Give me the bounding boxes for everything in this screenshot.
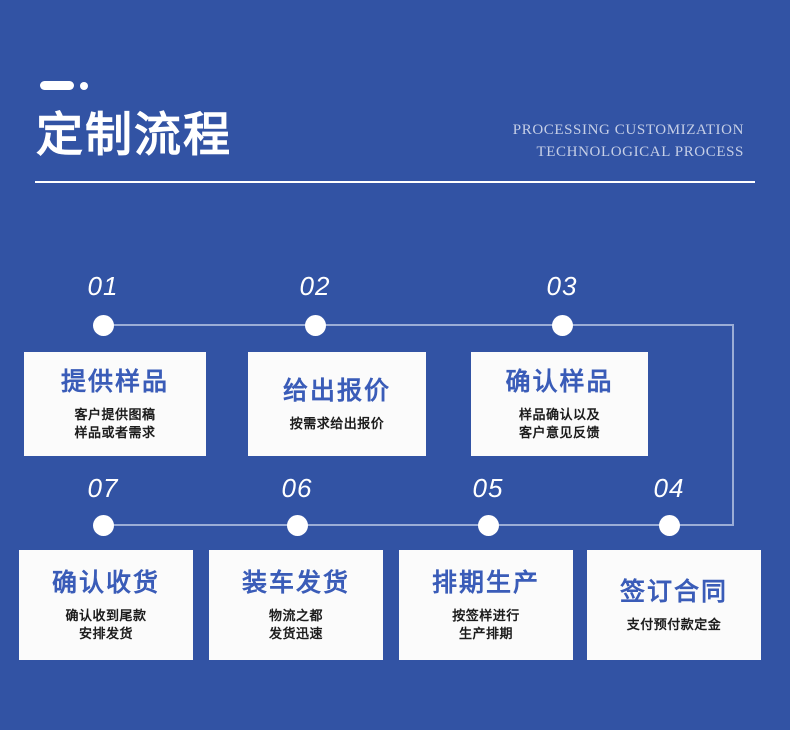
header-subtitle-line1: PROCESSING CUSTOMIZATION bbox=[512, 122, 744, 138]
step-card-01[interactable]: 提供样品 客户提供图稿 样品或者需求 bbox=[24, 352, 206, 456]
step-card-03[interactable]: 确认样品 样品确认以及 客户意见反馈 bbox=[471, 352, 648, 456]
connector-line-right bbox=[732, 324, 734, 526]
step-node-01 bbox=[93, 315, 114, 336]
step-card-desc: 按签样进行 生产排期 bbox=[452, 607, 520, 641]
step-number-02: 02 bbox=[299, 271, 331, 301]
step-card-title: 装车发货 bbox=[241, 568, 350, 597]
step-card-desc: 物流之都 发货迅速 bbox=[268, 607, 323, 641]
header-divider bbox=[35, 181, 755, 183]
step-card-02[interactable]: 给出报价 按需求给出报价 bbox=[248, 352, 426, 456]
step-number-03: 03 bbox=[546, 271, 578, 301]
step-node-02 bbox=[305, 315, 326, 336]
step-node-04 bbox=[659, 515, 680, 536]
step-number-07: 07 bbox=[87, 473, 119, 503]
header-subtitle: PROCESSING CUSTOMIZATION TECHNOLOGICAL P… bbox=[513, 119, 744, 163]
step-card-desc: 确认收到尾款 安排发货 bbox=[65, 607, 147, 641]
step-number-04: 04 bbox=[653, 473, 685, 503]
step-node-05 bbox=[478, 515, 499, 536]
connector-line-top bbox=[103, 324, 734, 326]
step-card-04[interactable]: 签订合同 支付预付款定金 bbox=[587, 550, 761, 660]
page-header: 定制流程 PROCESSING CUSTOMIZATION TECHNOLOGI… bbox=[0, 0, 790, 192]
page-title: 定制流程 bbox=[36, 108, 232, 161]
step-node-03 bbox=[552, 315, 573, 336]
header-subtitle-line2: TECHNOLOGICAL PROCESS bbox=[536, 144, 744, 160]
step-node-07 bbox=[93, 515, 114, 536]
step-card-desc: 客户提供图稿 样品或者需求 bbox=[74, 406, 156, 440]
step-number-05: 05 bbox=[472, 473, 504, 503]
dash-icon bbox=[40, 81, 74, 90]
step-card-title: 排期生产 bbox=[431, 568, 540, 597]
step-card-title: 给出报价 bbox=[282, 376, 391, 405]
step-card-title: 提供样品 bbox=[60, 367, 169, 396]
step-card-06[interactable]: 装车发货 物流之都 发货迅速 bbox=[209, 550, 383, 660]
step-card-07[interactable]: 确认收货 确认收到尾款 安排发货 bbox=[19, 550, 193, 660]
step-number-06: 06 bbox=[281, 473, 313, 503]
dot-icon bbox=[80, 81, 88, 90]
header-decoration bbox=[40, 81, 88, 90]
step-node-06 bbox=[287, 515, 308, 536]
step-card-title: 确认收货 bbox=[51, 568, 160, 597]
step-card-desc: 支付预付款定金 bbox=[626, 616, 722, 632]
step-card-title: 确认样品 bbox=[505, 367, 614, 396]
step-card-desc: 样品确认以及 客户意见反馈 bbox=[518, 406, 600, 440]
step-card-desc: 按需求给出报价 bbox=[289, 415, 385, 431]
step-card-title: 签订合同 bbox=[619, 577, 728, 606]
step-card-05[interactable]: 排期生产 按签样进行 生产排期 bbox=[399, 550, 573, 660]
step-number-01: 01 bbox=[87, 271, 119, 301]
connector-line-bottom bbox=[103, 524, 734, 526]
